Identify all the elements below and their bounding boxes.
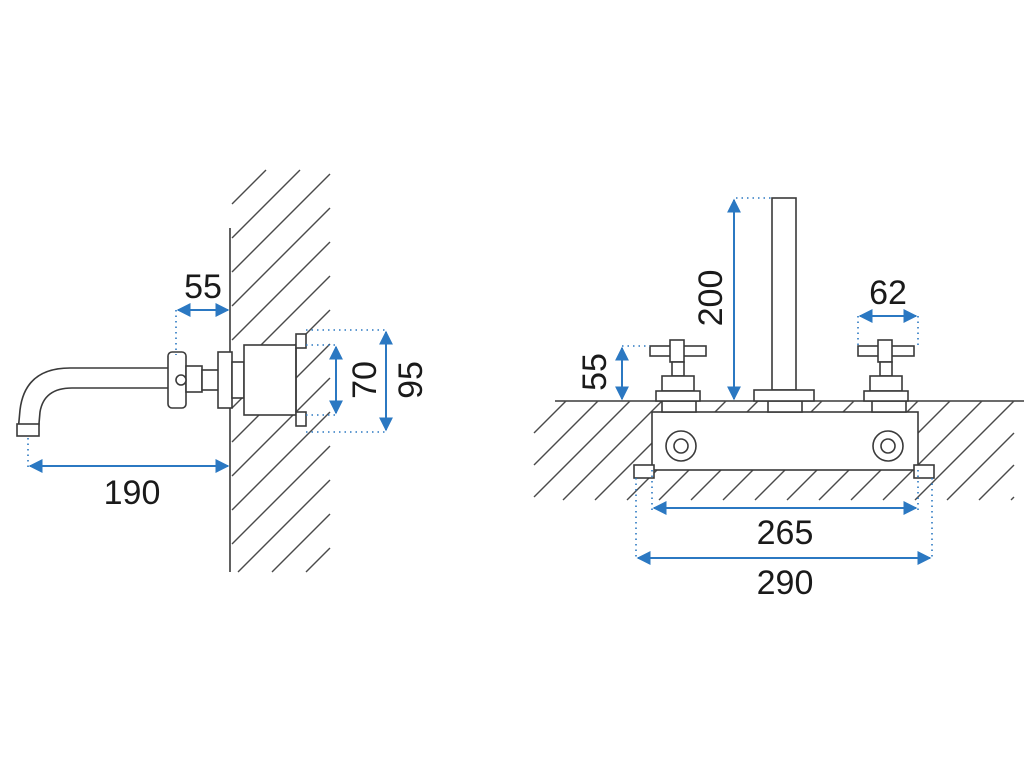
front-view: 200 55 62 265 290: [533, 197, 1024, 602]
side-wall-hatching: [231, 169, 331, 573]
hatch-line: [946, 432, 1015, 501]
label-200: 200: [692, 270, 730, 327]
label-190: 190: [104, 474, 161, 512]
hatch-line: [562, 400, 663, 501]
hatch-line: [533, 400, 567, 434]
hatch-line: [882, 400, 983, 501]
hatch-line: [533, 400, 631, 498]
hatch-line: [978, 464, 1015, 501]
front-spout: [753, 197, 815, 402]
dim-spout-projection: 190: [27, 438, 230, 512]
label-55-front: 55: [576, 353, 614, 391]
side-handle: [167, 351, 233, 409]
hatch-line: [231, 445, 331, 545]
hatch-line: [533, 400, 599, 466]
dim-handle-width: 62: [857, 274, 919, 346]
dim-outer-width: 290: [635, 478, 933, 602]
dim-inner-body-height: 70: [306, 344, 384, 416]
hatch-line: [231, 169, 267, 205]
label-290: 290: [757, 564, 814, 602]
hatch-line: [231, 377, 331, 477]
mixer-body: [633, 400, 935, 479]
hatch-line: [231, 207, 331, 307]
side-wall: [229, 169, 331, 573]
dim-spout-height: 200: [692, 197, 772, 401]
label-265: 265: [757, 514, 814, 552]
label-95: 95: [392, 361, 430, 399]
hatch-line: [1010, 496, 1015, 501]
concealed-body: [231, 333, 307, 427]
front-handle-right: [857, 339, 915, 402]
hatch-line: [305, 547, 331, 573]
side-view: 55 190 70 95: [16, 169, 430, 573]
hatch-line: [914, 400, 1015, 501]
front-handle-left: [649, 339, 707, 402]
dim-wall-to-handle: 55: [175, 268, 230, 355]
label-55-side: 55: [184, 268, 222, 306]
hatch-line: [231, 241, 331, 341]
hatch-line: [231, 173, 331, 273]
dim-inner-width: 265: [651, 470, 919, 552]
hatch-line: [231, 169, 301, 239]
label-70: 70: [346, 361, 384, 399]
spout: [16, 367, 176, 437]
hatch-line: [237, 479, 331, 573]
hatch-line: [231, 411, 331, 511]
hatch-line: [271, 513, 331, 573]
label-62: 62: [869, 274, 907, 312]
dim-handle-height: 55: [576, 345, 650, 401]
dim-outer-body-height: 95: [306, 329, 430, 433]
spout-aerator: [16, 423, 40, 437]
